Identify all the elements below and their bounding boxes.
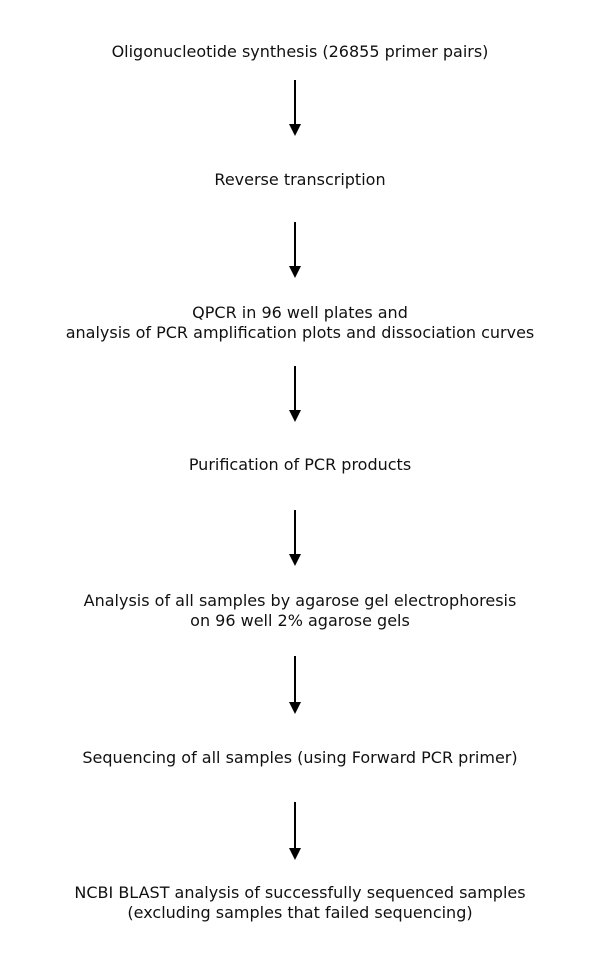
step-ncbi-blast: NCBI BLAST analysis of successfully sequ… <box>0 883 600 923</box>
step-reverse-transcription: Reverse transcription <box>0 170 600 190</box>
step-text: Purification of PCR products <box>188 455 412 474</box>
step-sequencing: Sequencing of all samples (using Forward… <box>0 748 600 768</box>
arrow-down-icon <box>285 366 305 424</box>
step-oligonucleotide-synthesis: Oligonucleotide synthesis (26855 primer … <box>0 42 600 62</box>
arrow-down-icon <box>285 656 305 716</box>
step-text: Analysis of all samples by agarose gel e… <box>83 591 517 610</box>
step-text: QPCR in 96 well plates and <box>192 303 408 322</box>
step-text: on 96 well 2% agarose gels <box>190 611 410 630</box>
step-text: analysis of PCR amplification plots and … <box>65 323 535 342</box>
step-text: Reverse transcription <box>214 170 386 189</box>
step-text: NCBI BLAST analysis of successfully sequ… <box>74 883 526 902</box>
step-qpcr-analysis: QPCR in 96 well plates and analysis of P… <box>0 303 600 343</box>
step-gel-electrophoresis: Analysis of all samples by agarose gel e… <box>0 591 600 631</box>
arrow-down-icon <box>285 802 305 862</box>
step-text: Sequencing of all samples (using Forward… <box>82 748 518 767</box>
step-text: Oligonucleotide synthesis (26855 primer … <box>111 42 489 61</box>
step-purification: Purification of PCR products <box>0 455 600 475</box>
step-text: (excluding samples that failed sequencin… <box>127 903 473 922</box>
arrow-down-icon <box>285 222 305 280</box>
arrow-down-icon <box>285 80 305 138</box>
arrow-down-icon <box>285 510 305 568</box>
